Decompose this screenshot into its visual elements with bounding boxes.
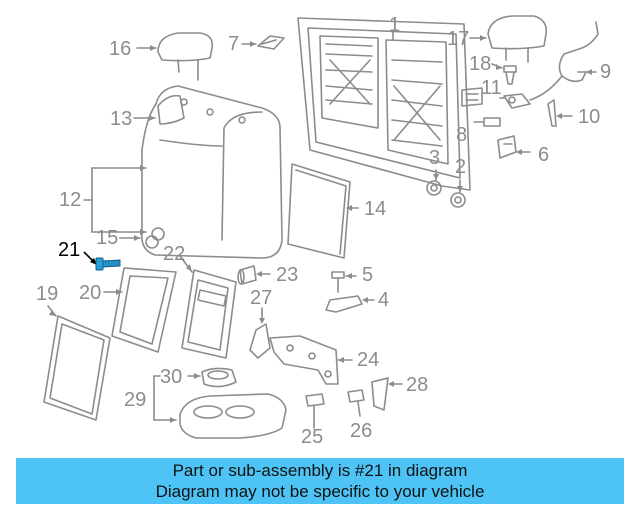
label-part-16: 16 xyxy=(109,38,132,60)
banner-line-disclaimer: Diagram may not be specific to your vehi… xyxy=(155,482,485,501)
label-part-18: 18 xyxy=(469,53,492,75)
grommet-part-2 xyxy=(450,179,466,208)
label-part-8: 8 xyxy=(456,124,468,146)
label-part-1: 1 xyxy=(389,14,401,36)
bracket-part-27 xyxy=(249,307,271,359)
seatback-part-13 xyxy=(133,85,283,259)
label-part-5: 5 xyxy=(362,264,374,286)
label-part-7: 7 xyxy=(228,33,240,55)
label-part-17: 17 xyxy=(447,28,470,50)
seat-parts-diagram xyxy=(43,15,599,439)
label-part-23: 23 xyxy=(276,264,299,286)
bushing-part-23 xyxy=(237,265,271,285)
bracket-part-6 xyxy=(497,135,531,159)
screw-part-5 xyxy=(331,271,357,293)
label-part-22: 22 xyxy=(163,243,186,265)
label-part-4: 4 xyxy=(378,289,390,311)
label-part-9: 9 xyxy=(600,61,612,83)
label-part-15: 15 xyxy=(96,227,119,249)
cover-part-20 xyxy=(103,267,177,353)
label-part-20: 20 xyxy=(79,282,102,304)
label-part-2: 2 xyxy=(455,156,467,178)
bracket-part-7 xyxy=(241,35,285,50)
panel-part-19 xyxy=(43,305,111,421)
headrest-left-part-16 xyxy=(136,32,214,81)
label-part-3: 3 xyxy=(429,147,441,169)
screw-part-25 xyxy=(305,393,325,429)
banner-line-part-number: Part or sub-assembly is #21 in diagram xyxy=(172,461,468,480)
grommet-part-3 xyxy=(426,169,442,196)
bolt-part-8 xyxy=(473,117,501,127)
label-part-27: 27 xyxy=(250,287,273,309)
label-part-13: 13 xyxy=(110,108,133,130)
label-part-10: 10 xyxy=(578,106,601,128)
label-part-24: 24 xyxy=(357,349,380,371)
label-part-25: 25 xyxy=(301,426,324,448)
trim-part-22 xyxy=(179,255,237,359)
seatback-frame-part-1 xyxy=(297,17,471,191)
panel-part-8 xyxy=(461,87,483,107)
label-part-19: 19 xyxy=(36,283,59,305)
bolt-part-21-highlighted xyxy=(83,251,121,271)
label-part-28: 28 xyxy=(406,374,429,396)
cable-part-9 xyxy=(529,21,599,101)
label-part-26: 26 xyxy=(350,420,373,442)
label-part-6: 6 xyxy=(538,144,550,166)
label-part-11: 11 xyxy=(481,77,502,99)
hinge-part-24 xyxy=(269,335,353,385)
info-banner: Part or sub-assembly is #21 in diagram D… xyxy=(16,458,624,504)
bracket-part-28 xyxy=(371,377,403,411)
label-part-30: 30 xyxy=(160,366,183,388)
label-part-29: 29 xyxy=(124,389,147,411)
panel-part-14 xyxy=(287,163,359,259)
label-part-21-highlighted: 21 xyxy=(58,239,81,261)
label-part-14: 14 xyxy=(364,198,387,220)
callout-part-12 xyxy=(83,167,147,233)
latch-part-11 xyxy=(499,93,531,109)
screw-part-26 xyxy=(347,389,365,417)
label-part-12: 12 xyxy=(59,189,82,211)
bracket-part-10 xyxy=(547,99,573,127)
